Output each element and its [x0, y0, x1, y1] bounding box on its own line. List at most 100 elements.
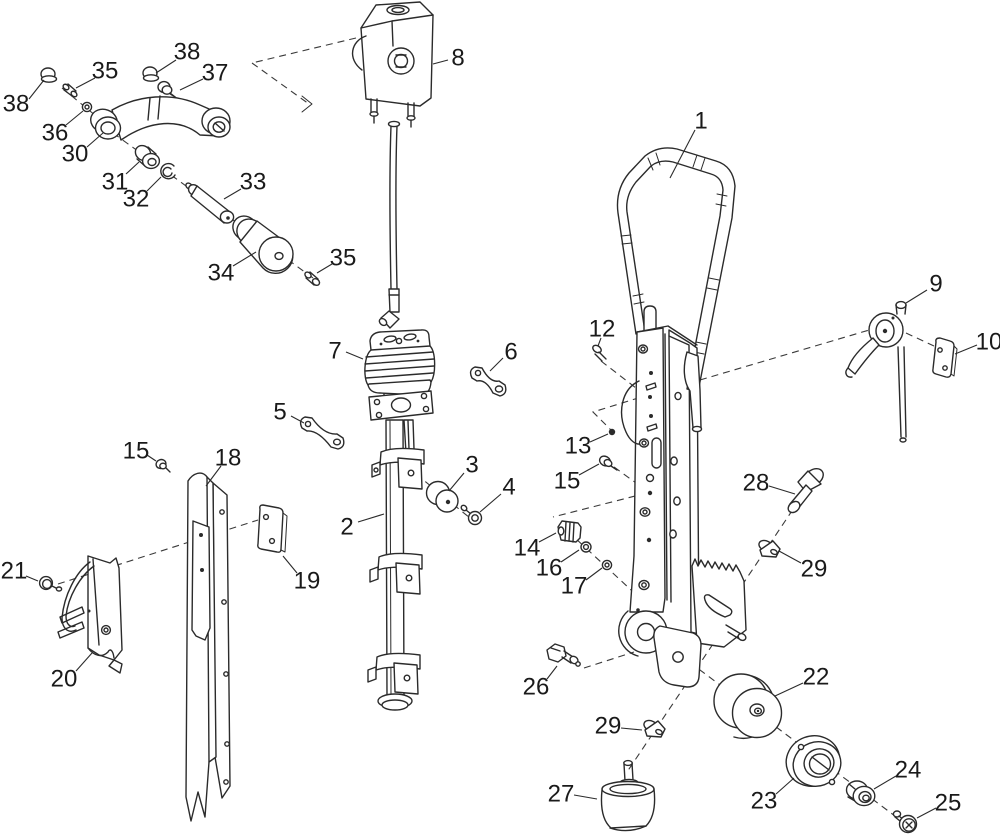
part-3-roller	[425, 480, 459, 513]
leader-line-7-40	[345, 351, 364, 360]
leader-line-35-1	[75, 77, 96, 89]
frame-holes	[636, 344, 682, 612]
part-15-bolt-right	[598, 455, 618, 471]
leader-line-16-19	[560, 549, 580, 563]
callout-33-8: 33	[240, 168, 267, 195]
callout-37-3: 37	[202, 59, 229, 86]
callout-29-22: 29	[801, 555, 828, 582]
callout-25-29: 25	[935, 789, 962, 816]
part-7-shock-mount	[364, 329, 436, 402]
leader-line-19-34	[282, 555, 298, 574]
callout-8-11: 8	[451, 44, 464, 71]
leader-line-17-20	[585, 567, 603, 581]
part-13-ball	[608, 428, 616, 436]
callout-22-24: 22	[803, 663, 830, 690]
callout-7-40: 7	[328, 337, 341, 364]
callout-10-14: 10	[976, 328, 1000, 355]
part-1-handle-loop	[616, 147, 736, 393]
leader-line-34-9	[232, 251, 257, 267]
part-2-pole	[367, 390, 434, 711]
callout-4-37: 4	[502, 473, 515, 500]
callout-17-20: 17	[561, 572, 588, 599]
leader-line-9-13	[905, 289, 928, 304]
callout-12-15: 12	[589, 315, 616, 342]
leader-line-32-7	[146, 176, 162, 192]
leader-line-21-30	[25, 575, 39, 582]
leader-line-33-8	[223, 188, 242, 200]
leader-line-20-31	[75, 652, 93, 672]
part-38-cap-nut-left	[40, 67, 58, 83]
callout-6-39: 6	[504, 338, 517, 365]
part-35-pin-lower	[304, 271, 321, 287]
callout-35-1: 35	[92, 57, 119, 84]
part-32-snap-ring	[160, 162, 176, 180]
callout-3-36: 3	[465, 451, 478, 478]
part-15-screw-left	[155, 458, 171, 473]
part-26-plug	[546, 643, 581, 667]
leader-line-38-2	[155, 59, 177, 74]
leader-line-23-27	[775, 777, 795, 795]
leader-line-30-5	[86, 132, 104, 148]
leader-line-15-32	[146, 454, 157, 462]
leader-line-4-37	[479, 493, 502, 513]
part-30-lever-arm	[90, 95, 231, 141]
leader-line-8-11	[432, 59, 449, 65]
callout-32-7: 32	[123, 185, 150, 212]
leader-line-13-16	[589, 433, 609, 443]
callout-23-27: 23	[751, 787, 778, 814]
callout-13-16: 13	[565, 432, 592, 459]
callout-34-9: 34	[208, 259, 235, 286]
part-33-pin	[185, 182, 235, 224]
leader-line-12-15	[597, 337, 602, 347]
callout-5-38: 5	[273, 398, 286, 425]
callout-2-35: 2	[340, 513, 353, 540]
part-14-clamp	[557, 520, 582, 543]
leader-line-37-3	[179, 78, 204, 91]
callout-15-17: 15	[554, 467, 581, 494]
leader-line-29-25	[620, 727, 643, 731]
callout-26-23: 26	[523, 673, 550, 700]
part-27-bumper	[600, 759, 656, 832]
leader-line-22-24	[774, 682, 804, 697]
leader-line-29-22	[778, 550, 802, 564]
part-29-nut-right	[758, 539, 781, 558]
part-24-bushing	[845, 780, 876, 807]
part-4-screw	[460, 504, 483, 526]
handle-clevis	[683, 351, 702, 431]
leader-line-6-39	[489, 357, 504, 372]
leader-line-5-38	[290, 415, 305, 424]
part-29-nut-bottom	[643, 719, 666, 738]
leader-line-3-36	[448, 472, 465, 492]
callout-38-2: 38	[174, 38, 201, 65]
part-28-bolt	[787, 467, 824, 514]
callout-16-19: 16	[536, 554, 563, 581]
leader-line-31-6	[125, 161, 140, 175]
leader-line-18-33	[205, 465, 222, 487]
leader-line-36-4	[65, 110, 84, 126]
part-5-strap	[299, 416, 345, 450]
callout-38-0: 38	[3, 90, 30, 117]
part-6-strap	[469, 366, 507, 397]
callout-19-34: 19	[294, 567, 321, 594]
part-35-pin-upper	[62, 83, 78, 98]
leader-line-26-23	[546, 665, 558, 680]
part-23-bearing-flange	[785, 735, 842, 787]
leader-line-14-18	[538, 532, 557, 543]
part-36-washer	[81, 101, 93, 113]
callout-30-5: 30	[62, 140, 89, 167]
callout-27-26: 27	[548, 780, 575, 807]
part-12-screw	[592, 344, 607, 362]
part-17-screw	[601, 559, 613, 571]
part-19-plate	[257, 504, 288, 553]
part-10-plate	[932, 337, 958, 378]
leader-line-35-10	[316, 263, 333, 274]
leader-line-10-14	[954, 344, 978, 355]
leader-line-24-28	[873, 775, 897, 790]
leader-line-15-17	[578, 463, 600, 476]
callout-20-31: 20	[51, 665, 78, 692]
callout-24-28: 24	[895, 756, 922, 783]
callout-21-30: 21	[1, 557, 28, 584]
callout-29-25: 29	[595, 712, 622, 739]
